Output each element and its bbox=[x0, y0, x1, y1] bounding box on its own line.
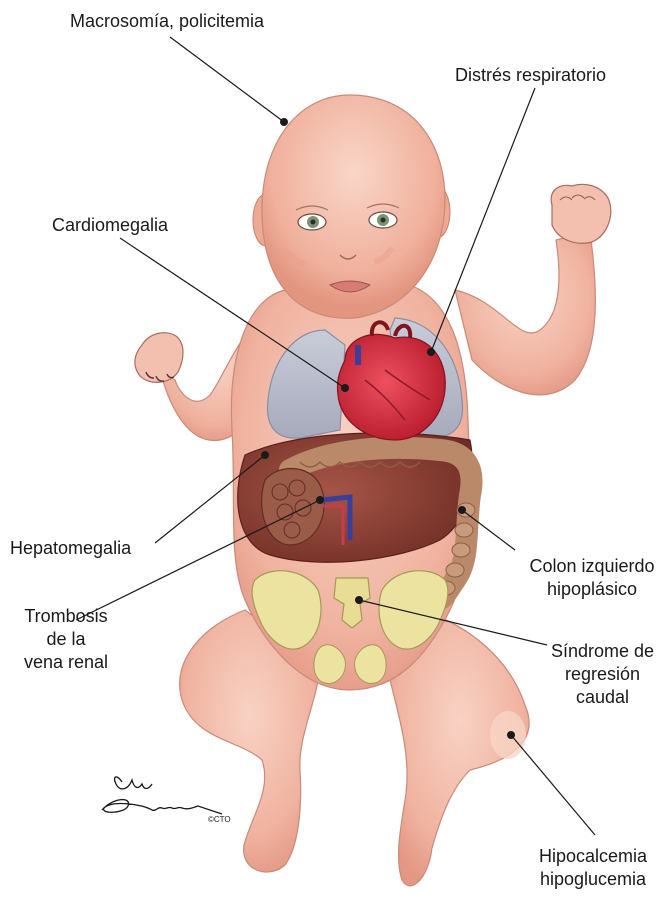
label-macrosomia: Macrosomía, policitemia bbox=[70, 10, 264, 33]
label-sindrome-line2: regresión bbox=[540, 663, 665, 686]
label-trombosis-line3: vena renal bbox=[2, 651, 130, 674]
label-trombosis-vena-renal: Trombosis de la vena renal bbox=[2, 605, 130, 674]
label-hepatomegalia: Hepatomegalia bbox=[10, 537, 131, 560]
label-trombosis-line1: Trombosis bbox=[2, 605, 130, 628]
label-sindrome-regresion-caudal: Síndrome de regresión caudal bbox=[540, 640, 665, 709]
label-sindrome-line1: Síndrome de bbox=[540, 640, 665, 663]
raised-arm bbox=[455, 232, 595, 395]
label-hipocalcemia-hipoglucemia: Hipocalcemia hipoglucemia bbox=[528, 845, 658, 891]
raised-fist bbox=[551, 184, 610, 243]
label-trombosis-line2: de la bbox=[2, 628, 130, 651]
label-hipocalcemia-line1: Hipocalcemia bbox=[528, 845, 658, 868]
label-cardiomegalia: Cardiomegalia bbox=[52, 214, 168, 237]
label-distres-respiratorio: Distrés respiratorio bbox=[455, 64, 606, 87]
label-colon-line1: Colon izquierdo bbox=[522, 555, 662, 578]
label-hipocalcemia-line2: hipoglucemia bbox=[528, 868, 658, 891]
copyright-credit: ©CTO bbox=[208, 815, 231, 824]
label-colon-izquierdo: Colon izquierdo hipoplásico bbox=[522, 555, 662, 601]
label-sindrome-line3: caudal bbox=[540, 686, 665, 709]
label-colon-line2: hipoplásico bbox=[522, 578, 662, 601]
left-hand bbox=[135, 333, 183, 383]
